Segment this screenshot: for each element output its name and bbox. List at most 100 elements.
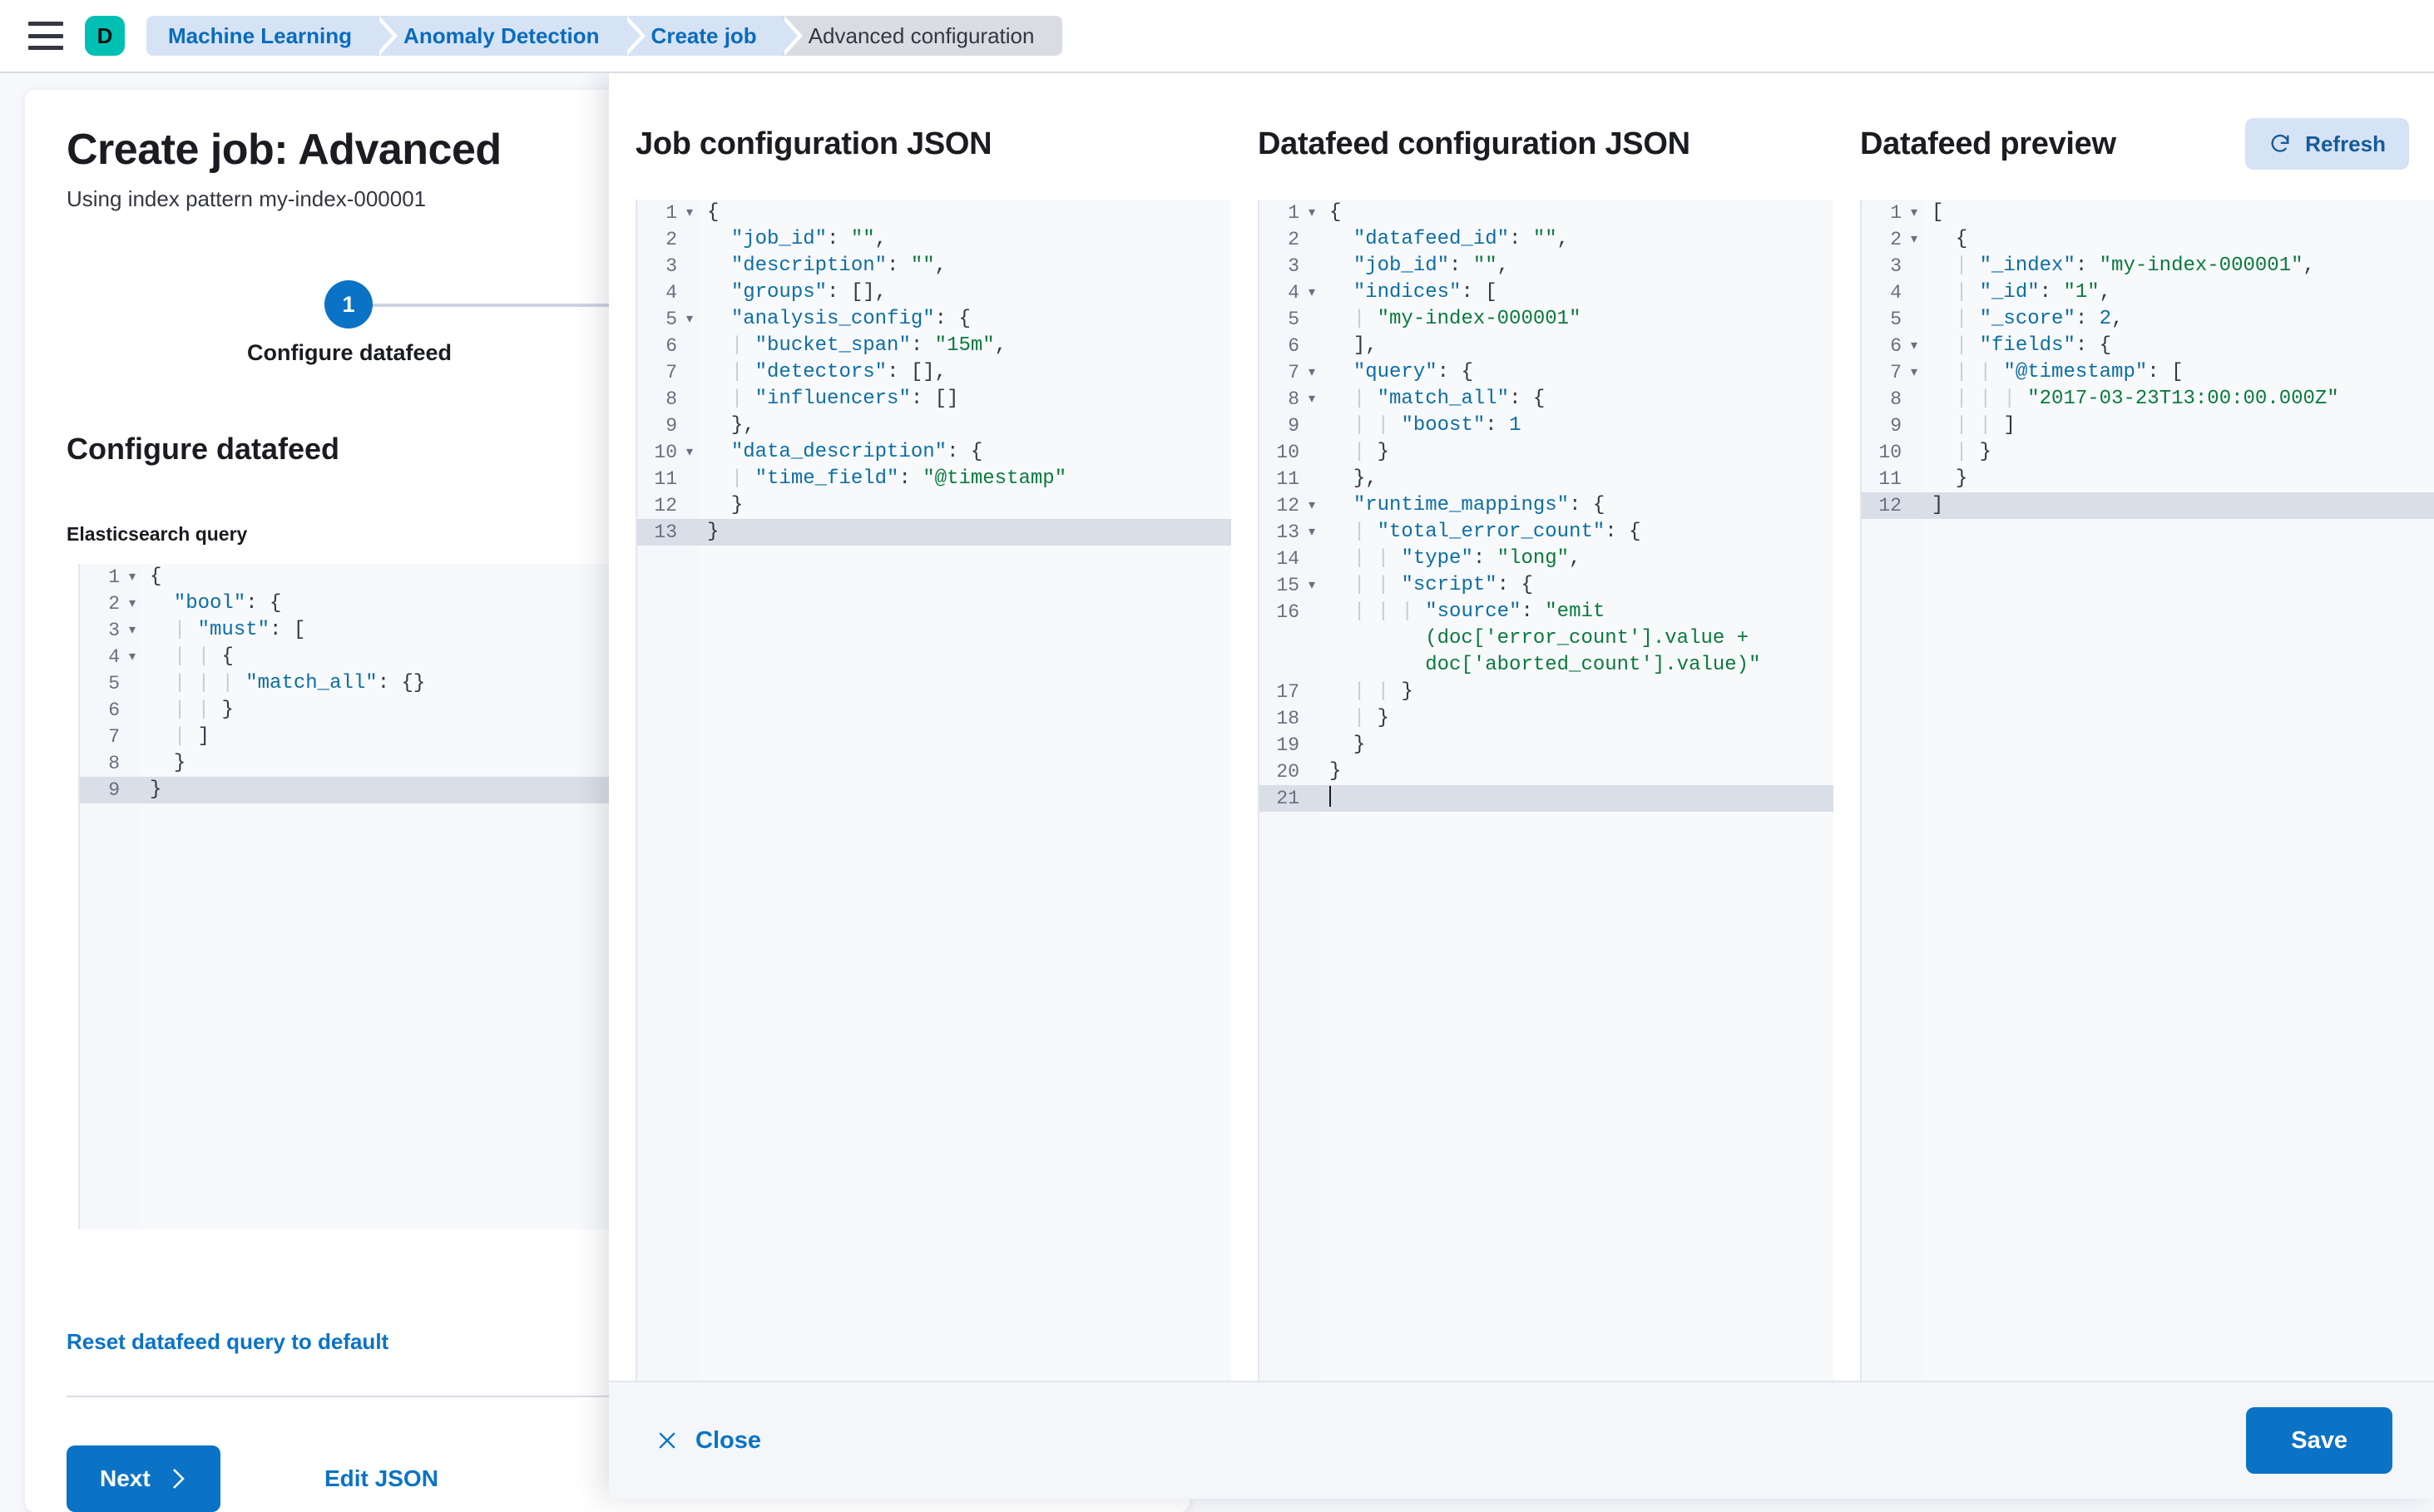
fold-toggle-icon[interactable]: ▾ <box>1308 392 1316 407</box>
fold-toggle-icon[interactable]: ▾ <box>685 445 694 460</box>
code-line: 2▾ "bool": { <box>80 590 1190 617</box>
fold-toggle-icon[interactable] <box>123 724 141 750</box>
hamburger-menu-icon[interactable] <box>28 22 63 50</box>
fold-toggle-icon[interactable]: ▾ <box>1308 498 1316 513</box>
fold-toggle-icon[interactable] <box>680 333 699 359</box>
fold-toggle-icon[interactable] <box>1303 306 1321 333</box>
avatar[interactable]: D <box>85 16 125 56</box>
chevron-right-icon <box>169 1466 187 1491</box>
code-text: | } <box>1353 707 1390 729</box>
fold-toggle-icon[interactable] <box>680 253 699 279</box>
fold-toggle-icon[interactable] <box>680 359 699 386</box>
code-text: | "influencers": [] <box>730 388 959 410</box>
line-number: 2 <box>665 229 677 250</box>
line-number: 5 <box>1890 309 1902 330</box>
fold-toggle-icon[interactable] <box>1303 466 1321 492</box>
fold-toggle-icon[interactable] <box>1303 439 1321 466</box>
fold-toggle-icon[interactable]: ▾ <box>128 623 136 638</box>
fold-toggle-icon[interactable] <box>1303 758 1321 785</box>
job-configuration-column: Job configuration JSON 1▾{2 "job_id": ""… <box>609 118 1231 1381</box>
line-number: 3 <box>108 620 120 641</box>
fold-toggle-icon[interactable] <box>1303 732 1321 758</box>
fold-toggle-icon[interactable] <box>1303 413 1321 439</box>
refresh-button-label: Refresh <box>2305 131 2386 156</box>
fold-toggle-icon[interactable]: ▾ <box>1910 205 1918 220</box>
fold-toggle-icon[interactable] <box>680 519 699 546</box>
fold-toggle-icon[interactable] <box>1905 279 1923 306</box>
close-button[interactable]: Close <box>655 1427 761 1455</box>
step-1-circle[interactable]: 1 <box>324 280 373 329</box>
flyout-footer: Close Save <box>609 1381 2434 1499</box>
fold-toggle-icon[interactable] <box>1303 546 1321 572</box>
datafeed-configuration-header: Datafeed configuration JSON <box>1258 118 1833 170</box>
fold-toggle-icon[interactable]: ▾ <box>685 205 694 220</box>
line-number: 7 <box>108 726 120 748</box>
fold-toggle-icon[interactable] <box>1303 679 1321 705</box>
fold-toggle-icon[interactable] <box>123 750 141 777</box>
fold-toggle-icon[interactable]: ▾ <box>685 312 694 327</box>
line-number: 3 <box>665 255 677 277</box>
code-text: "runtime_mappings": { <box>1353 494 1605 516</box>
breadcrumb-item-anomaly-detection[interactable]: Anomaly Detection <box>375 16 646 56</box>
datafeed-configuration-title: Datafeed configuration JSON <box>1258 126 1690 161</box>
fold-toggle-icon[interactable] <box>1905 413 1923 439</box>
fold-toggle-icon[interactable] <box>1905 306 1923 333</box>
fold-toggle-icon[interactable] <box>1303 253 1321 279</box>
code-text: | "bucket_span": "15m", <box>730 334 1007 357</box>
fold-toggle-icon[interactable]: ▾ <box>1910 338 1918 353</box>
fold-toggle-icon[interactable] <box>680 413 699 439</box>
fold-toggle-icon[interactable]: ▾ <box>1910 365 1918 380</box>
line-number: 1 <box>1288 202 1299 224</box>
fold-toggle-icon[interactable]: ▾ <box>128 650 136 665</box>
datafeed-configuration-json-editor[interactable]: 1▾{2 "datafeed_id": "",3 "job_id": "",4▾… <box>1258 200 1833 1381</box>
fold-toggle-icon[interactable] <box>1303 599 1321 625</box>
fold-toggle-icon[interactable] <box>680 226 699 253</box>
fold-toggle-icon[interactable] <box>1303 333 1321 359</box>
fold-toggle-icon[interactable] <box>1905 466 1923 492</box>
fold-toggle-icon[interactable] <box>123 777 141 803</box>
fold-toggle-icon[interactable] <box>1905 253 1923 279</box>
fold-toggle-icon[interactable] <box>1303 705 1321 732</box>
breadcrumb-item-machine-learning[interactable]: Machine Learning <box>146 16 398 56</box>
reset-datafeed-query-link[interactable]: Reset datafeed query to default <box>67 1329 389 1354</box>
fold-toggle-icon[interactable]: ▾ <box>1308 578 1316 593</box>
editor-lines[interactable]: 1▾[2▾ {3 | "_index": "my-index-000001",4… <box>1862 200 2434 519</box>
breadcrumb-item-create-job[interactable]: Create job <box>622 16 803 56</box>
fold-toggle-icon[interactable]: ▾ <box>1308 365 1316 380</box>
code-line: 8 | "influencers": [] <box>637 386 1231 413</box>
fold-toggle-icon[interactable] <box>1303 785 1321 812</box>
fold-toggle-icon[interactable] <box>1905 492 1923 519</box>
edit-json-button[interactable]: Edit JSON <box>324 1465 438 1491</box>
fold-toggle-icon[interactable] <box>680 386 699 413</box>
fold-toggle-icon[interactable] <box>1303 226 1321 253</box>
fold-toggle-icon[interactable] <box>1905 386 1923 413</box>
fold-toggle-icon[interactable]: ▾ <box>1308 205 1316 220</box>
fold-toggle-icon[interactable]: ▾ <box>128 570 136 585</box>
breadcrumb-item-advanced-configuration: Advanced configuration <box>779 16 1063 56</box>
save-button[interactable]: Save <box>2246 1407 2392 1474</box>
fold-toggle-icon[interactable]: ▾ <box>1308 525 1316 540</box>
editor-lines[interactable]: 1▾{2 "datafeed_id": "",3 "job_id": "",4▾… <box>1259 200 1833 812</box>
code-text: }, <box>730 414 755 437</box>
fold-toggle-icon[interactable] <box>1905 439 1923 466</box>
line-number: 2 <box>1288 229 1299 250</box>
datafeed-preview-json-editor[interactable]: 1▾[2▾ {3 | "_index": "my-index-000001",4… <box>1860 200 2434 1381</box>
code-line: 2 "job_id": "", <box>637 226 1231 253</box>
line-number: 9 <box>1288 415 1299 437</box>
job-configuration-json-editor[interactable]: 1▾{2 "job_id": "",3 "description": "",4 … <box>636 200 1231 1381</box>
fold-toggle-icon[interactable] <box>123 697 141 724</box>
code-text: ], <box>1353 334 1378 357</box>
fold-toggle-icon[interactable] <box>680 279 699 306</box>
refresh-button[interactable]: Refresh <box>2245 118 2409 170</box>
next-button[interactable]: Next <box>67 1445 220 1512</box>
fold-toggle-icon[interactable] <box>680 492 699 519</box>
editor-lines[interactable]: 1▾{2 "job_id": "",3 "description": "",4 … <box>637 200 1231 546</box>
fold-toggle-icon[interactable]: ▾ <box>128 596 136 611</box>
fold-toggle-icon[interactable]: ▾ <box>1910 232 1918 247</box>
fold-toggle-icon[interactable] <box>680 466 699 492</box>
job-configuration-title: Job configuration JSON <box>636 126 992 161</box>
fold-toggle-icon[interactable] <box>123 670 141 697</box>
code-line: 4 | "_id": "1", <box>1862 279 2434 306</box>
fold-toggle-icon[interactable]: ▾ <box>1308 285 1316 300</box>
code-line: 6 ], <box>1259 333 1833 359</box>
